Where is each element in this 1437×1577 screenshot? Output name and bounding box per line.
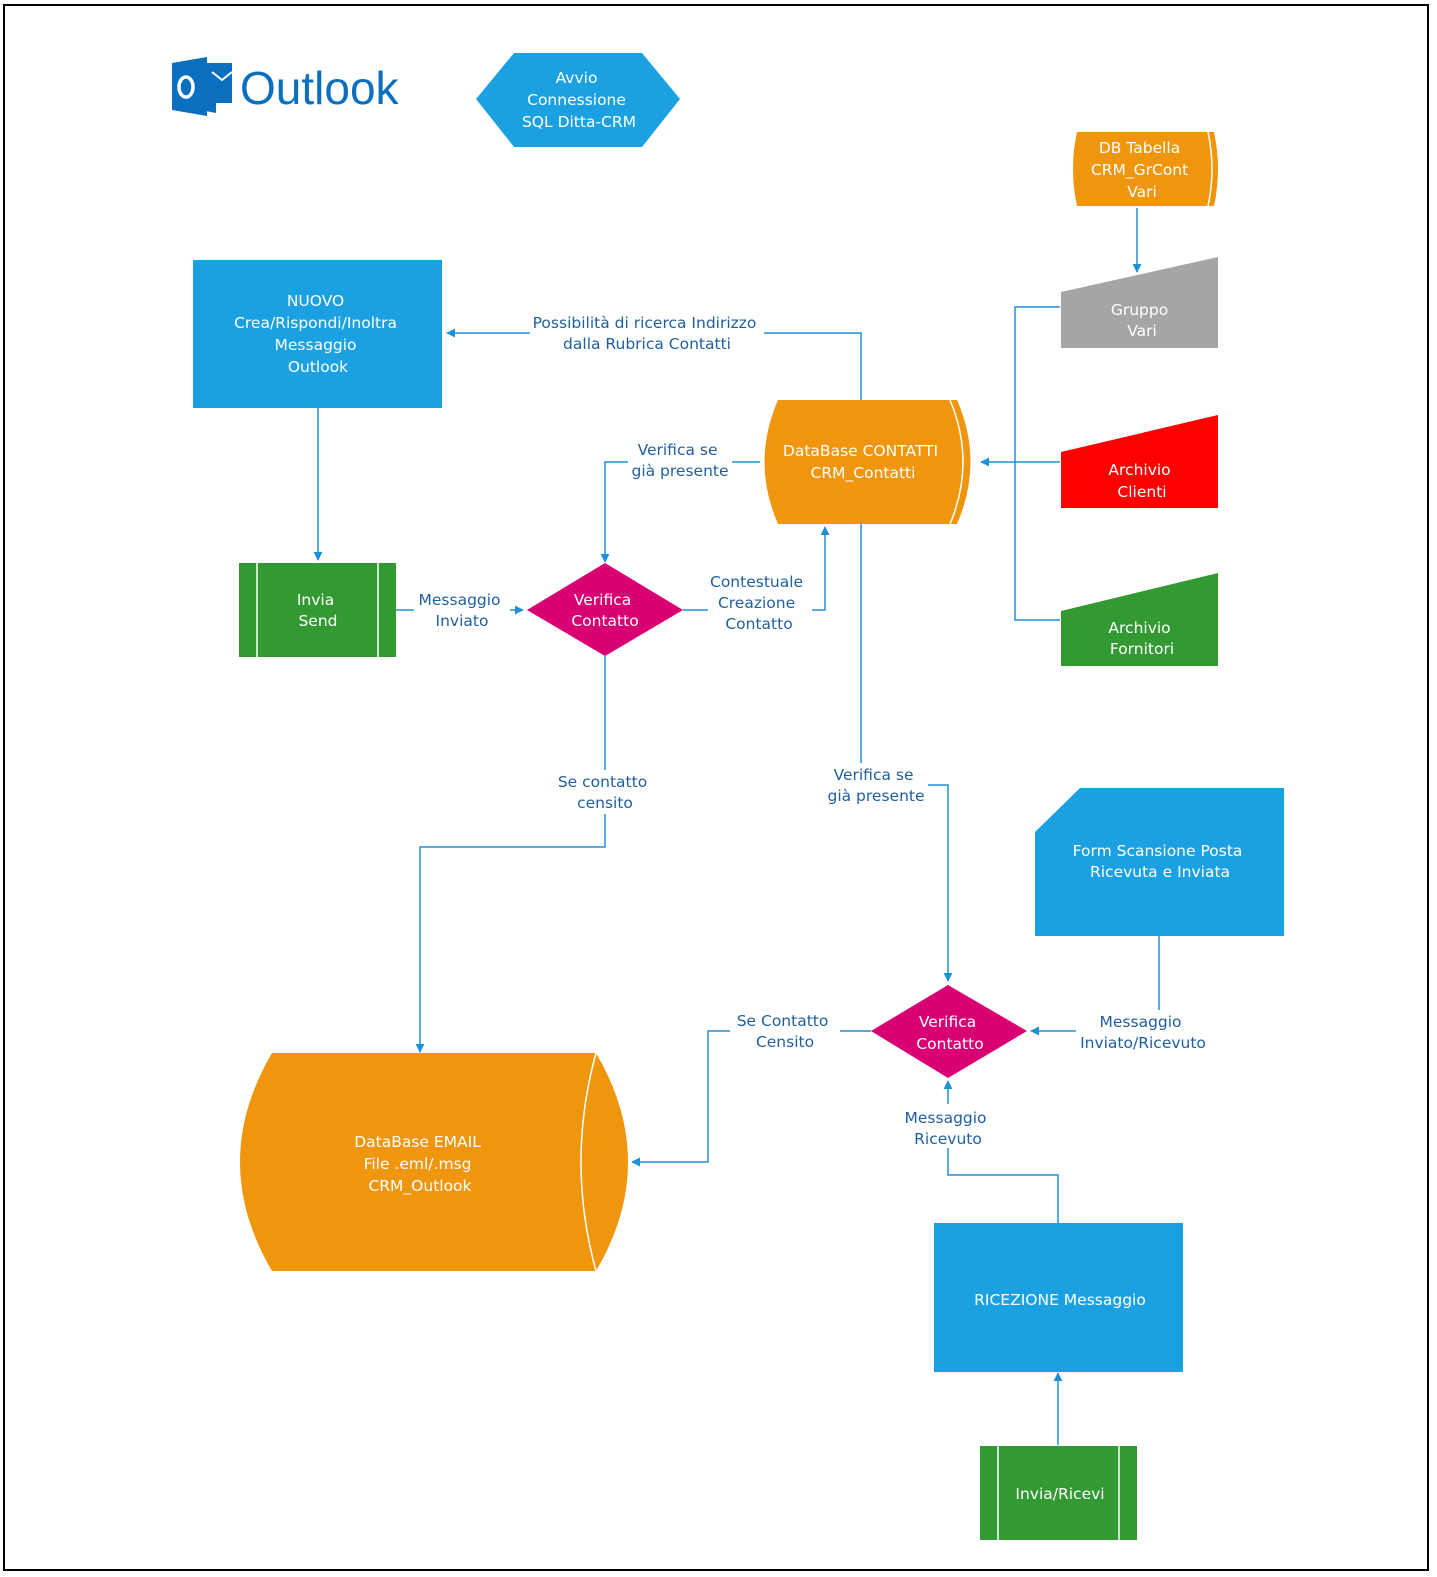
nuovo-label: NUOVO Crea/Rispondi/Inoltra Messaggio Ou… — [234, 292, 402, 376]
db-contatti-label: DataBase CONTATTI CRM_Contatti — [783, 442, 943, 483]
db-contatti-cylinder — [764, 400, 971, 524]
invia-ricevi-label: Invia/Ricevi — [1015, 1485, 1104, 1503]
outlook-icon — [172, 57, 233, 116]
archivio-fornitori-manual-input — [1061, 573, 1218, 666]
db-email-cylinder — [240, 1053, 628, 1271]
db-email-label: DataBase EMAIL File .eml/.msg CRM_Outloo… — [354, 1133, 486, 1196]
form-scansione-label: Form Scansione Posta Ricevuta e Inviata — [1073, 842, 1248, 881]
ricezione-label: RICEZIONE Messaggio — [974, 1291, 1146, 1309]
db-grcont-label: DB Tabella CRM_GrCont Vari — [1091, 139, 1193, 201]
verifica1-diamond — [527, 563, 683, 656]
edge-ricezione-to-verifica2 — [943, 1080, 1059, 1223]
verifica2-diamond — [871, 985, 1027, 1078]
verifica1-label: Verifica Contatto — [571, 591, 638, 630]
archivio-clienti-manual-input — [1061, 415, 1218, 508]
edge-label-messaggio-ricevuto: Messaggio Ricevuto — [905, 1109, 992, 1148]
db-grcont-cylinder — [1073, 132, 1218, 206]
archivio-clienti-label: Archivio Clienti — [1108, 461, 1175, 501]
edge-verifica1-to-dbemail — [415, 656, 606, 1053]
gruppo-label: Gruppo Vari — [1111, 301, 1173, 340]
verifica2-label: Verifica Contatto — [916, 1013, 983, 1053]
nodes — [193, 53, 1284, 1540]
outlook-logo: Outlook — [172, 57, 400, 116]
invia-ricevi-box — [980, 1446, 1137, 1540]
form-scansione-card — [1035, 788, 1284, 936]
edge-label-verifica-se-2: Verifica se già presente — [827, 766, 924, 805]
edge-label-se-contatto-censito-1: Se contatto censito — [558, 773, 652, 812]
ricezione-box — [934, 1223, 1183, 1372]
edge-label-messaggio-inviato: Messaggio Inviato — [419, 591, 506, 630]
outlook-logo-text: Outlook — [240, 62, 400, 114]
edge-label-verifica-se-1: Verifica se già presente — [631, 441, 728, 480]
avvio-label: Avvio Connessione SQL Ditta-CRM — [522, 69, 636, 131]
edge-label-se-contatto-censito-2: Se Contatto Censito — [737, 1012, 834, 1051]
node-labels: Avvio Connessione SQL Ditta-CRM DB Tabel… — [234, 69, 1248, 1503]
archivio-fornitori-label: Archivio Fornitori — [1108, 619, 1175, 658]
edge-label-contestuale: Contestuale Creazione Contatto — [710, 573, 808, 633]
invia-send-label: Invia Send — [297, 591, 339, 630]
edge-label-possibilita: Possibilità di ricerca Indirizzo dalla R… — [533, 314, 762, 353]
avvio-hexagon — [476, 53, 680, 147]
edge-labels: Possibilità di ricerca Indirizzo dalla R… — [414, 312, 1210, 1148]
gruppo-manual-input — [1061, 257, 1218, 348]
invia-send-box — [239, 563, 396, 657]
page-frame — [3, 4, 1429, 1571]
edge-label-messaggio-inviato-ricevuto: Messaggio Inviato/Ricevuto — [1080, 1013, 1206, 1052]
edge-gruppo-bus — [1014, 306, 1060, 621]
nuovo-box — [193, 260, 442, 408]
edge-contatti-to-verifica2 — [860, 521, 953, 982]
